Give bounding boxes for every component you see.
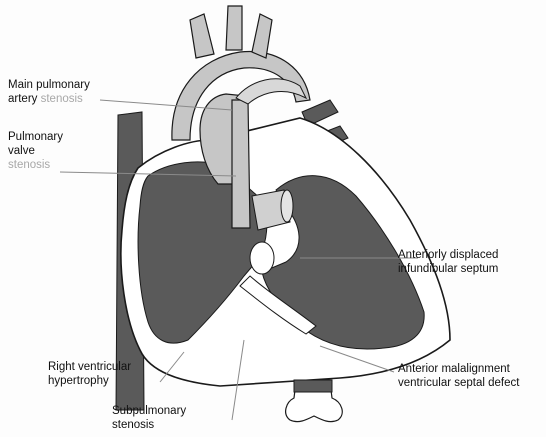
label-vsd-line1: Anterior malalignment <box>398 363 510 375</box>
label-subpulm-line1: Subpulmonary <box>112 405 186 417</box>
label-rv-line2: hypertrophy <box>48 375 109 387</box>
label-main-pulmonary-line2a: artery <box>8 93 37 105</box>
label-vsd-line2: ventricular septal defect <box>398 377 519 389</box>
label-rv-line1: Right ventricular <box>48 361 131 373</box>
septal-defect <box>250 242 274 274</box>
aorta-band <box>294 380 332 392</box>
label-subpulm-line2: stenosis <box>112 419 154 431</box>
label-pulmonary-valve-stenosis: Pulmonary valve stenosis <box>8 130 63 172</box>
label-anterior-malalignment-vsd: Anterior malalignment ventricular septal… <box>398 362 519 390</box>
label-septum-line1: Anteriorly displaced <box>398 249 498 261</box>
left-carotid-artery <box>226 6 242 50</box>
left-subclavian-artery <box>252 14 272 58</box>
label-septum-line2: infundibular septum <box>398 263 498 275</box>
aortic-valve <box>281 190 293 222</box>
main-pulmonary-artery <box>232 100 250 228</box>
label-main-pulmonary-line1: Main pulmonary <box>8 79 90 91</box>
label-subpulmonary-stenosis: Subpulmonary stenosis <box>112 404 186 432</box>
label-pulmonary-valve-line1: Pulmonary <box>8 131 63 143</box>
label-anteriorly-displaced-septum: Anteriorly displaced infundibular septum <box>398 248 498 276</box>
label-right-ventricular-hypertrophy: Right ventricular hypertrophy <box>48 360 131 388</box>
label-pulmonary-valve-line2: valve <box>8 145 35 157</box>
label-pulmonary-valve-line3: stenosis <box>8 159 50 171</box>
label-main-pulmonary-line2b: stenosis <box>41 93 83 105</box>
brachiocephalic-artery <box>190 14 214 58</box>
label-main-pulmonary-artery-stenosis: Main pulmonary artery stenosis <box>8 78 90 106</box>
